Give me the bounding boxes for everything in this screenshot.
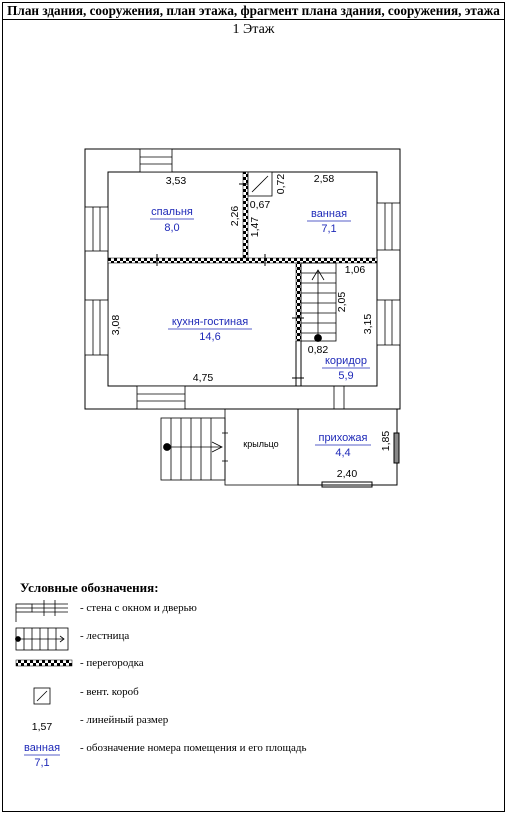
wall-window-door-icon xyxy=(15,600,68,622)
legend-sample-room-area: 7,1 xyxy=(34,757,49,769)
room-area-bedroom: 8,0 xyxy=(164,222,179,234)
dimension-label: 3,15 xyxy=(362,314,374,335)
legend-item-wall: - стена с окном и дверью xyxy=(80,602,197,614)
room-area-bathroom: 7,1 xyxy=(321,223,336,235)
stair-icon xyxy=(15,627,69,651)
dimension-label: 4,75 xyxy=(193,372,214,384)
dimension-label: 2,58 xyxy=(314,173,335,185)
windows xyxy=(84,148,401,410)
dimension-label: 2,40 xyxy=(337,468,358,480)
dimension-label: 1,85 xyxy=(380,431,392,452)
dimension-label: 1,47 xyxy=(249,217,261,238)
room-name-bedroom: спальня xyxy=(151,206,193,218)
legend-title: Условные обозначения: xyxy=(20,580,159,595)
room-name-corridor: коридор xyxy=(325,355,367,367)
room-name-hall: прихожая xyxy=(318,432,367,444)
dimension-label: 0,82 xyxy=(308,344,329,356)
interior-stair xyxy=(300,262,337,342)
dimension-label: 3,08 xyxy=(110,315,122,336)
vent-duct-icon xyxy=(33,687,51,705)
dimension-label: 1,06 xyxy=(345,264,366,276)
legend-item-vent: - вент. короб xyxy=(80,686,139,698)
porch-stair xyxy=(160,417,226,481)
dimension-label: 2,26 xyxy=(229,206,241,227)
partition-icon xyxy=(15,659,73,667)
dimension-label: 0,72 xyxy=(275,174,287,195)
room-area-corridor: 5,9 xyxy=(338,370,353,382)
dimension-label: 0,67 xyxy=(250,199,271,211)
dimension-label: 3,53 xyxy=(166,175,187,187)
dimension-label: 2,05 xyxy=(336,292,348,313)
legend-item-partition: - перегородка xyxy=(80,657,144,669)
room-name-kitchen: кухня-гостиная xyxy=(172,316,248,328)
legend-item-stair: - лестница xyxy=(80,630,130,642)
room-area-kitchen: 14,6 xyxy=(199,331,220,343)
partitions xyxy=(107,171,378,342)
floor-label: 1 Этаж xyxy=(232,22,275,37)
room-area-hall: 4,4 xyxy=(335,447,350,459)
vent-duct xyxy=(247,171,273,197)
legend-sample-room-name: ванная xyxy=(24,742,60,754)
hall xyxy=(297,408,400,488)
room-name-bathroom: ванная xyxy=(311,208,347,220)
legend-item-room: - обозначение номера помещения и его пло… xyxy=(80,742,307,754)
legend-item-dimension: - линейный размер xyxy=(80,714,169,726)
legend-sample-dimension: 1,57 xyxy=(32,721,53,733)
page-title: План здания, сооружения, план этажа, фра… xyxy=(2,2,505,20)
room-name-porch: крыльцо xyxy=(243,439,278,449)
